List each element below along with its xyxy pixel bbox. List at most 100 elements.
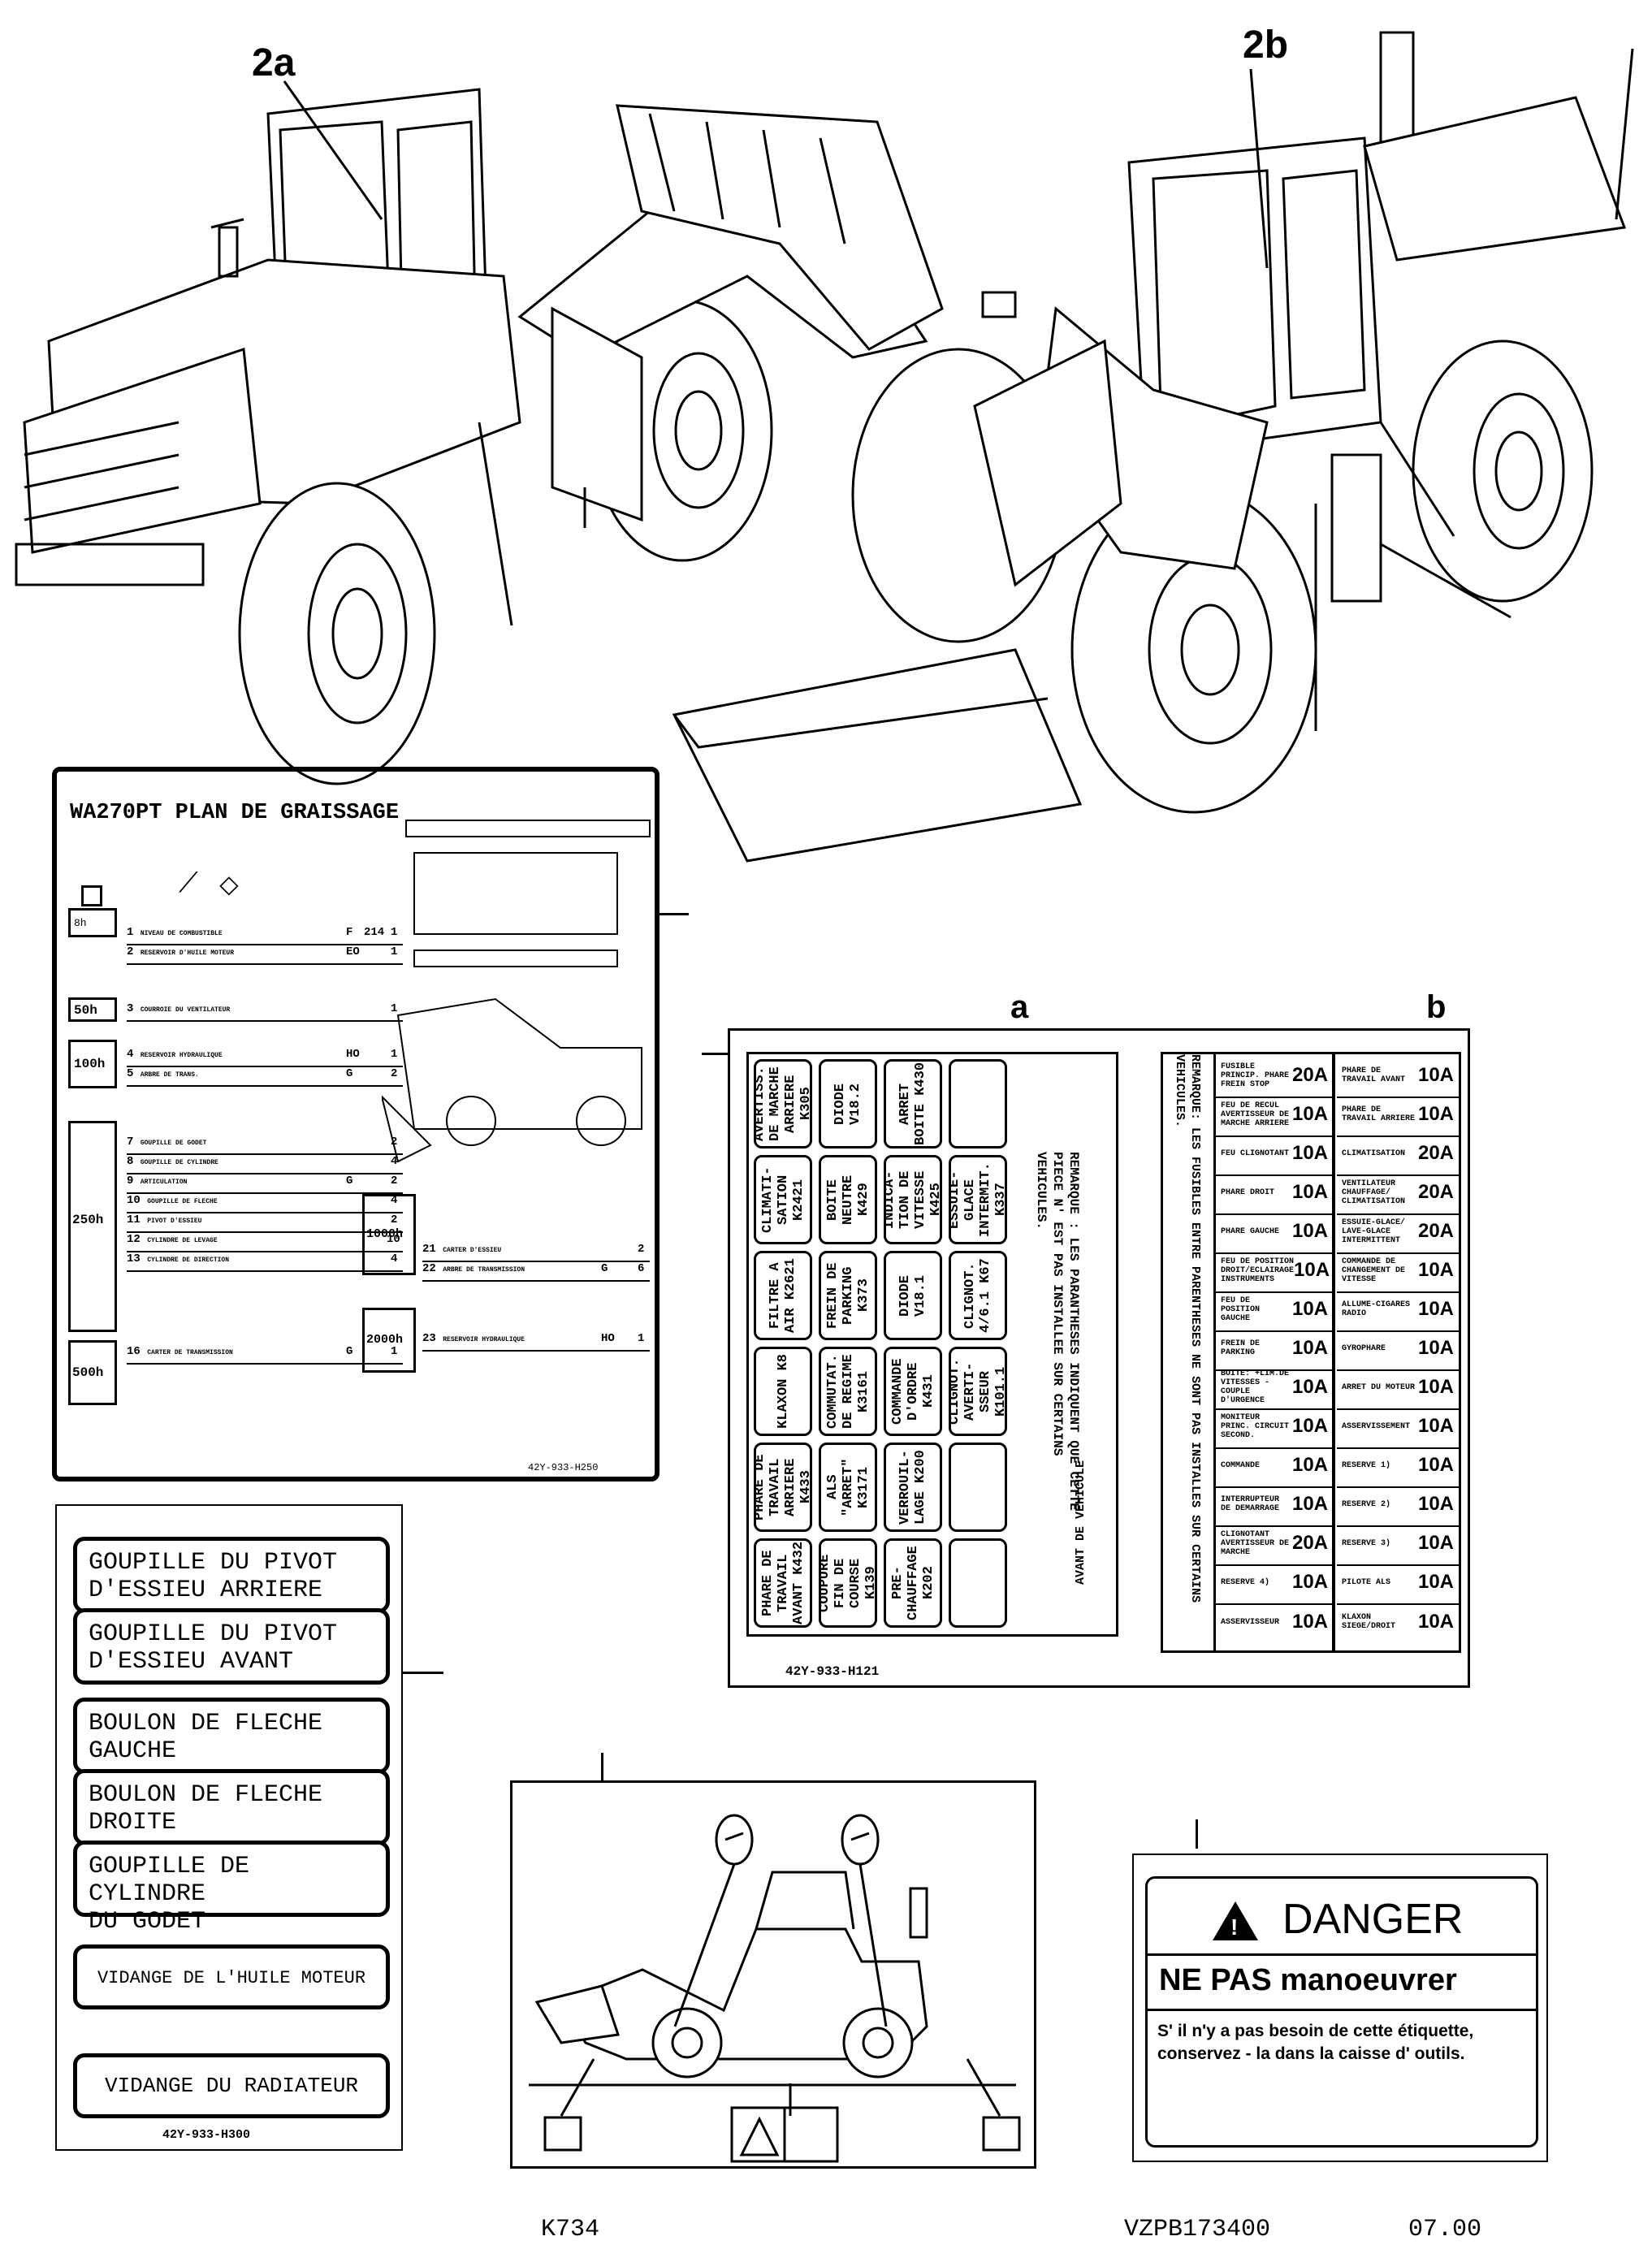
grease-row: 21 CARTER D'ESSIEU 2: [422, 1243, 650, 1262]
decal-sheet-part-no: 42Y-933-H300: [162, 2128, 251, 2142]
decal-line: GAUCHE: [89, 1737, 177, 1765]
callout-a: a: [1010, 989, 1029, 1025]
fuse-block: AVERTISS. DE MARCHE ARRIERE K305 CLIMATI…: [746, 1052, 1118, 1637]
lifting-diagram: [529, 1814, 1021, 2163]
fuse-cell: COMMANDE D'ORDRE K431: [884, 1347, 942, 1436]
rating-row: RESERVE 2)10A: [1337, 1483, 1459, 1527]
hook-icon: [841, 1814, 880, 1866]
fuse-cell: AVERTISS. DE MARCHE ARRIERE K305: [752, 1059, 814, 1148]
rating-row: RESERVE 3)10A: [1337, 1522, 1459, 1566]
decal-line: BOULON DE FLECHE: [89, 1781, 323, 1809]
machine-sketch: [382, 820, 651, 1163]
decal-sheet: GOUPILLE DU PIVOT D'ESSIEU ARRIERE GOUPI…: [55, 1504, 403, 2151]
warning-triangle-icon: [1213, 1901, 1258, 1940]
interval-250h: 250h: [68, 1121, 117, 1332]
decal-boom-bolt-left: BOULON DE FLECHE GAUCHE: [73, 1698, 390, 1774]
fuse-label-part-no: 42Y-933-H121: [785, 1664, 880, 1679]
fuse-cell: [949, 1443, 1007, 1532]
decal-line: BOULON DE FLECHE: [89, 1710, 323, 1737]
decal-line: GOUPILLE DU PIVOT: [89, 1620, 338, 1648]
fuse-cell: VERROUIL-LAGE K200: [884, 1443, 942, 1532]
grease-row: 3 COURROIE DU VENTILATEUR 1: [127, 1002, 403, 1022]
fuse-remark: REMARQUE : LES PARANTHESES INDIQUENT QUE…: [1034, 1152, 1081, 1511]
greasing-chart: WA270PT PLAN DE GRAISSAGE ⟋ ⬦ 1 NIVEAU D…: [52, 767, 660, 1482]
grease-table-2: 21 CARTER D'ESSIEU 2 22 ARBRE DE TRANSMI…: [422, 1194, 650, 1381]
fuse-cell: CLIGNOT. AVERTI-SSEUR K101.1: [947, 1347, 1009, 1436]
fuse-cell: CLIMATI-SATION K2421: [754, 1155, 812, 1244]
decal-line: DU GODET: [89, 1908, 206, 1936]
leader-line: [403, 1672, 443, 1674]
callout-2a: 2a: [252, 41, 296, 84]
footer-doc-number: VZPB173400: [1124, 2216, 1271, 2243]
grease-row: 16 CARTER DE TRANSMISSION G 1: [127, 1345, 403, 1365]
fuse-cell: [949, 1059, 1007, 1148]
grease-row: 1 NIVEAU DE COMBUSTIBLE F 214 1: [127, 926, 403, 945]
decal-rear-axle-pin: GOUPILLE DU PIVOT D'ESSIEU ARRIERE: [73, 1537, 390, 1613]
fuse-cell: PHARE DE TRAVAIL ARRIERE K433: [752, 1443, 814, 1532]
interval-2000h: 2000h: [362, 1308, 416, 1373]
decal-engine-oil-drain: VIDANGE DE L'HUILE MOTEUR: [73, 1944, 390, 2009]
decal-line: D'ESSIEU ARRIERE: [89, 1577, 323, 1604]
decal-front-axle-pin: GOUPILLE DU PIVOT D'ESSIEU AVANT: [73, 1608, 390, 1685]
rating-block: REMARQUE: LES FUSIBLES ENTRE PARENTHESES…: [1161, 1052, 1461, 1653]
fuse-cell: ALS "ARRET" K3171: [819, 1443, 877, 1532]
decal-line: D'ESSIEU AVANT: [89, 1648, 294, 1676]
fuse-remark-2: REMARQUE: LES FUSIBLES ENTRE PARENTHESES…: [1173, 1054, 1202, 1603]
grease-row: 5 ARBRE DE TRANS. G 2: [127, 1067, 403, 1087]
leader-line: [660, 913, 689, 915]
rating-row: RESERVE 1)10A: [1337, 1444, 1459, 1488]
fuse-cell: COMMUTAT. DE REGIME K3161: [819, 1347, 877, 1436]
fuse-cell: PHARE DE TRAVAIL AVANT K432: [754, 1538, 812, 1628]
lifting-decal: [510, 1780, 1036, 2169]
grease-row: 10 GOUPILLE DE FLECHE 4: [127, 1194, 403, 1213]
rating-row: MONITEUR PRINC. CIRCUIT SECOND.10A: [1216, 1405, 1333, 1449]
grease-row: 9 ARTICULATION G 2: [127, 1174, 403, 1194]
danger-note: S' il n'y a pas besoin de cette étiquett…: [1157, 2022, 1474, 2063]
front-of-vehicle-label: AVANT DE VEHICULE: [1074, 1460, 1088, 1585]
decal-radiator-drain: VIDANGE DU RADIATEUR: [73, 2053, 390, 2118]
decal-line: GOUPILLE DU PIVOT: [89, 1549, 338, 1577]
leader-line: [1196, 1819, 1198, 1849]
fuse-cell: [949, 1538, 1007, 1628]
leader-line: [702, 1053, 731, 1055]
fuse-cell: DIODE V18.1: [884, 1251, 942, 1340]
fuse-cell: BOITE NEUTRE K429: [819, 1155, 877, 1244]
grease-row: 13 CYLINDRE DE DIRECTION 4: [127, 1252, 403, 1272]
fuse-label: AVERTISS. DE MARCHE ARRIERE K305 CLIMATI…: [728, 1028, 1470, 1688]
rating-row: FEU DE RECUL AVERTISSEUR DE MARCHE ARRIE…: [1216, 1093, 1333, 1137]
grease-row: 8 GOUPILLE DE CYLINDRE 4: [127, 1155, 403, 1174]
decal-bucket-cylinder-pin: GOUPILLE DE CYLINDRE DU GODET: [73, 1841, 390, 1936]
grease-row: 23 RESERVOIR HYDRAULIQUE HO 1: [422, 1332, 650, 1352]
danger-divider: [1148, 1953, 1536, 1956]
decal-boom-bolt-right: BOULON DE FLECHE DROITE: [73, 1769, 390, 1845]
interval-500h: 500h: [68, 1340, 117, 1405]
oil-can-icon: ⬦: [219, 869, 239, 900]
footer-left: K734: [541, 2216, 600, 2243]
danger-decal: ! DANGER NE PAS manoeuvrer S' il n'y a p…: [1132, 1854, 1548, 2162]
grease-row: 2 RESERVOIR D'HUILE MOTEUR EO 1: [127, 945, 403, 965]
danger-title: DANGER: [1282, 1896, 1464, 1943]
grease-gun-icon: ⟋: [179, 867, 198, 898]
greasing-chart-title: WA270PT PLAN DE GRAISSAGE: [70, 801, 400, 825]
fuse-cell: FREIN DE PARKING K373: [819, 1251, 877, 1340]
fuse-cell: INDICA-TION DE VITESSE K425: [882, 1155, 944, 1244]
